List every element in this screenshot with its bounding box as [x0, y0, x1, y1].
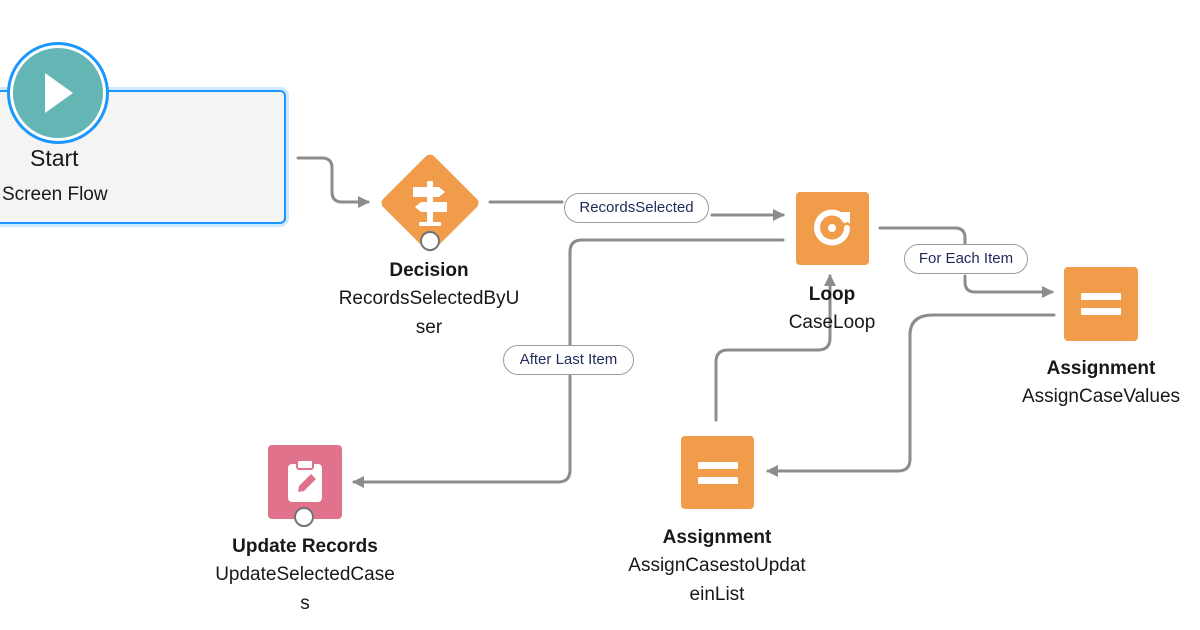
signpost-icon — [413, 181, 447, 226]
edge-start-to-decision — [296, 156, 370, 208]
equals-icon — [1081, 293, 1121, 315]
decision-label: Decision RecordsSelectedByU ser — [329, 258, 529, 342]
edge-loop-to-assignment — [878, 226, 967, 246]
decision-name-line-2: ser — [415, 317, 443, 338]
loop-title: Loop — [808, 284, 856, 305]
start-title: Start — [30, 145, 79, 171]
loop-label: Loop CaseLoop — [732, 282, 932, 337]
edge-loop-after-last — [568, 238, 785, 347]
update-records-name-line-1: UpdateSelectedCase — [215, 564, 395, 585]
assignment-update-list-title: Assignment — [662, 527, 772, 548]
clipboard-edit-icon — [288, 459, 322, 502]
assignment-update-list-label: Assignment AssignCasestoUpdat einList — [607, 525, 827, 609]
assignment-element-update-list[interactable] — [681, 436, 754, 509]
decision-connector[interactable] — [420, 231, 440, 251]
edge-label-after-last-item[interactable]: After Last Item — [503, 345, 634, 375]
assignment-update-list-name-line-1: AssignCasestoUpdat — [628, 555, 806, 576]
edge-label-records-selected[interactable]: RecordsSelected — [564, 193, 709, 223]
update-records-name-line-2: s — [300, 593, 310, 614]
assignment-case-values-label: Assignment AssignCaseValues — [991, 356, 1200, 411]
assignment-case-values-name: AssignCaseValues — [1021, 386, 1181, 407]
assignment-update-list-name-line-2: einList — [689, 584, 745, 605]
edge-assignment-to-assignment — [766, 313, 1056, 477]
edge-loop-after-last-tail — [352, 374, 572, 488]
edge-assignment-back-to-loop — [714, 274, 836, 422]
update-records-title: Update Records — [232, 536, 378, 557]
start-play-icon[interactable] — [10, 45, 106, 141]
decision-title: Decision — [389, 260, 469, 281]
loop-icon — [814, 209, 850, 246]
edge-loop-to-assignment-tail — [963, 274, 1054, 298]
update-records-label: Update Records UpdateSelectedCase s — [195, 534, 415, 618]
loop-name-line-1: CaseLoop — [788, 312, 876, 333]
equals-icon — [698, 462, 738, 484]
start-subtitle: Screen Flow — [2, 184, 108, 205]
decision-name-line-1: RecordsSelectedByU — [338, 288, 520, 309]
edge-label-for-each-item[interactable]: For Each Item — [904, 244, 1028, 274]
assignment-element-case-values[interactable] — [1064, 267, 1138, 341]
assignment-case-values-title: Assignment — [1046, 358, 1156, 379]
update-records-connector[interactable] — [294, 507, 314, 527]
